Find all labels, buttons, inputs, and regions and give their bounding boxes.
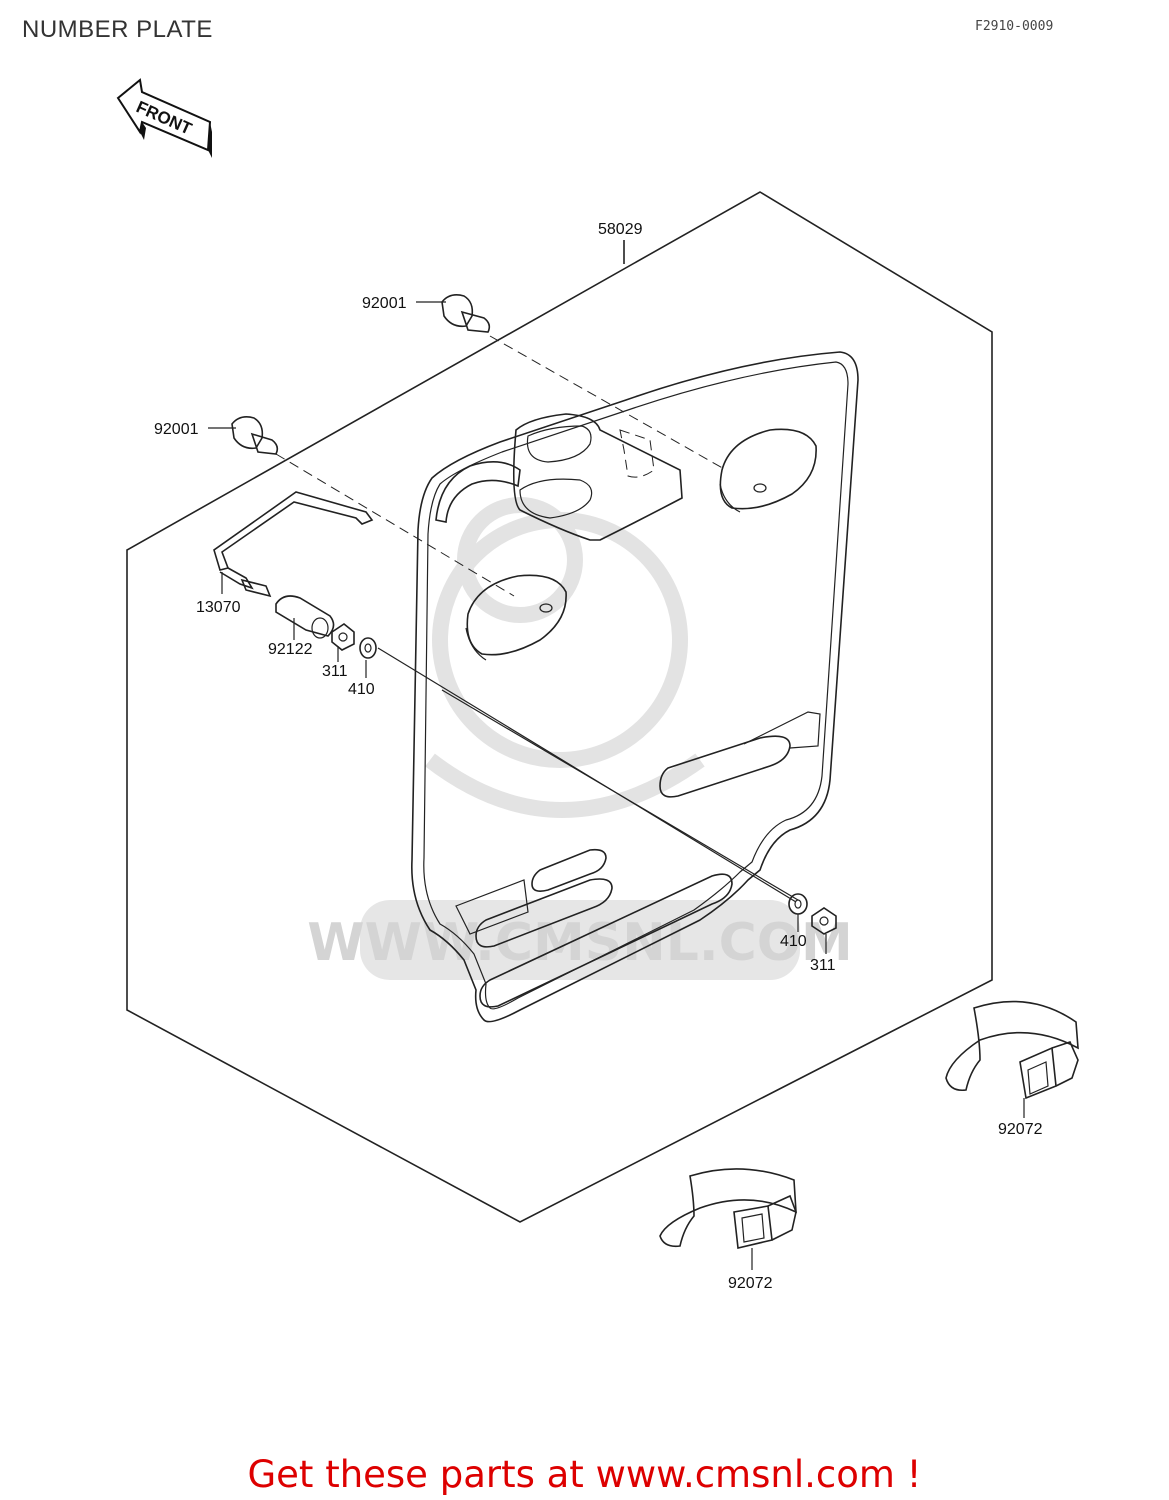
- front-arrow-icon: FRONT: [116, 78, 212, 158]
- left-mount-loop: [435, 461, 521, 523]
- band-upper: [945, 1000, 1079, 1100]
- top-mount-tab: [512, 413, 683, 541]
- part-label: 311: [322, 663, 348, 680]
- part-labels: 58029 92001 92001 13070 92122 311 410 41…: [154, 221, 1043, 1292]
- part-label: 92072: [998, 1121, 1043, 1138]
- part-label: 92122: [268, 641, 313, 658]
- number-plate: [411, 351, 859, 1023]
- part-label: 92072: [728, 1275, 773, 1292]
- lower-slots: [455, 711, 821, 1008]
- nut-left: [331, 623, 355, 651]
- footer-shop-link[interactable]: Get these parts at www.cmsnl.com !: [247, 1453, 922, 1496]
- screw-upper: [441, 294, 491, 333]
- page-title: NUMBER PLATE: [22, 16, 213, 43]
- diagram-code: F2910-0009: [975, 19, 1054, 34]
- watermark-text: WWW.CMSNL.COM: [307, 913, 852, 973]
- part-label: 410: [348, 681, 375, 698]
- part-label: 92001: [154, 421, 199, 438]
- part-label: 92001: [362, 295, 407, 312]
- leader-lines: [208, 240, 1025, 1270]
- kit-boundary: [126, 191, 993, 1223]
- part-label: 410: [780, 933, 807, 950]
- watermark-logo: WWW.CMSNL.COM: [307, 497, 853, 980]
- washer-left: [359, 637, 377, 659]
- part-label: 58029: [598, 221, 643, 238]
- collar: [275, 595, 335, 639]
- grommet-left: [465, 574, 567, 661]
- screw-lower: [231, 416, 279, 455]
- part-label: 13070: [196, 599, 241, 616]
- mounting-bracket: [213, 491, 374, 598]
- part-label: 311: [810, 957, 836, 974]
- nut-right: [811, 907, 837, 935]
- washer-right: [788, 893, 808, 915]
- band-lower: [659, 1168, 797, 1249]
- grommet-right: [719, 428, 817, 513]
